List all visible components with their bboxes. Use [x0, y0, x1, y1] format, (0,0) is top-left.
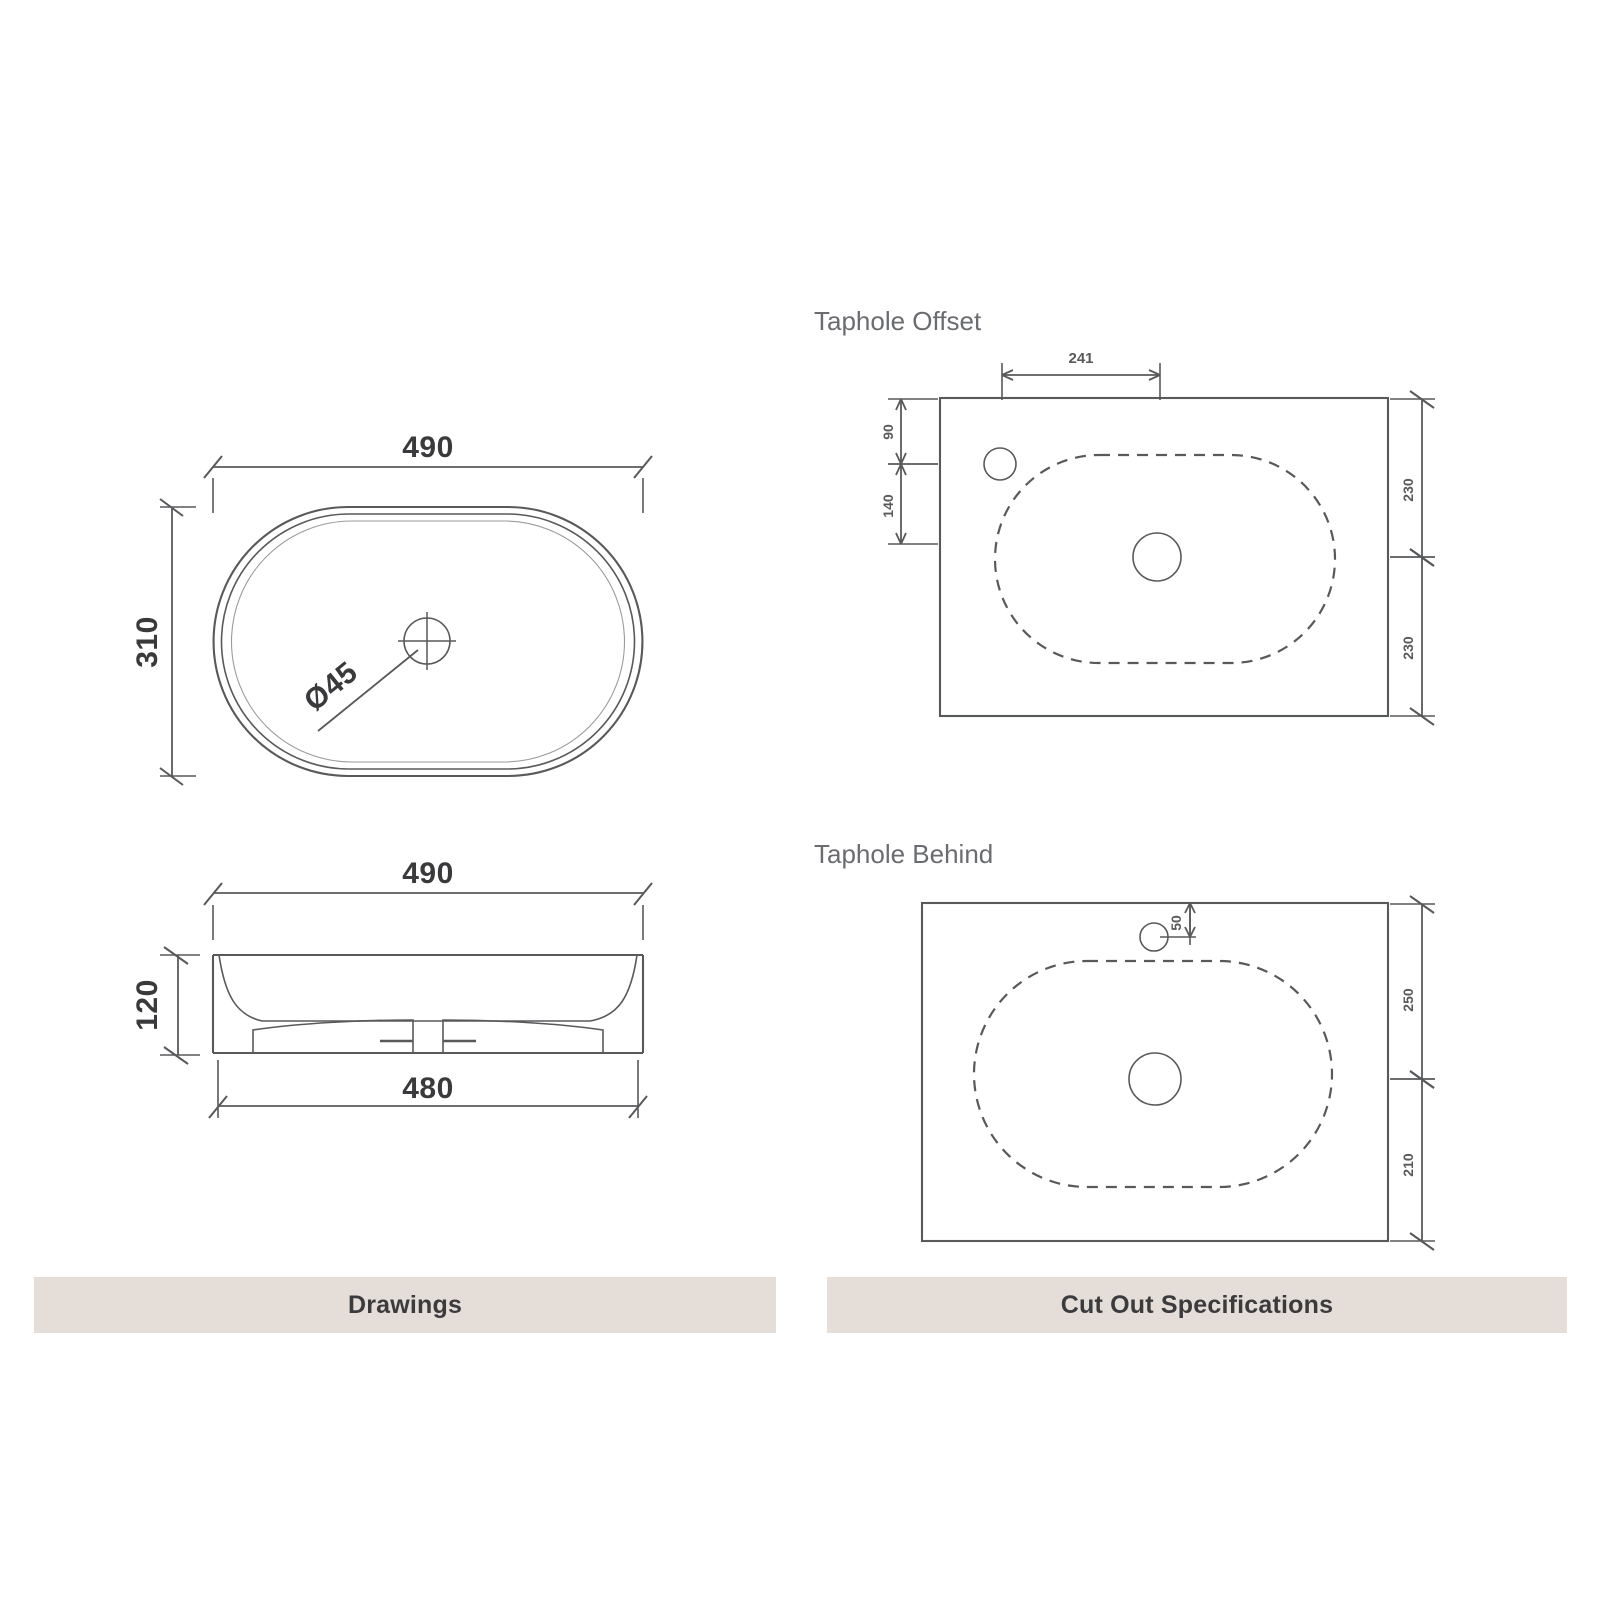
elevation-base-width-dimension: 480	[208, 1060, 648, 1119]
offset-taphole-to-cutout-dimension: 140	[880, 463, 938, 545]
plan-bowl-edge	[230, 520, 626, 763]
waste-hole-leader	[317, 649, 419, 732]
elevation-height-dimension: 120	[131, 946, 200, 1065]
behind-cutout-upper-dimension: 250	[1390, 895, 1435, 1089]
waste-hole-diameter-label: Ø45	[298, 655, 364, 717]
behind-cutout-lower-dimension: 210	[1390, 1070, 1435, 1251]
basin-elevation-view: 490 120	[131, 857, 653, 1119]
offset-cutout-lower-dimension: 230	[1390, 548, 1435, 726]
behind-taphole-offset-dimension: 50	[1160, 902, 1196, 945]
behind-taphole	[1139, 922, 1169, 952]
elevation-width-dimension: 490	[203, 857, 653, 940]
taphole-behind-title: Taphole Behind	[814, 839, 993, 869]
behind-cutout-outline	[972, 959, 1334, 1189]
plan-depth-dimension: 310	[131, 498, 196, 786]
behind-cutout-lower-label: 210	[1400, 1153, 1416, 1177]
offset-cutout-lower-label: 230	[1400, 636, 1416, 660]
offset-cutout-upper-label: 230	[1400, 478, 1416, 502]
cutout-caption-bar: Cut Out Specifications	[827, 1277, 1567, 1333]
elevation-height-label: 120	[131, 979, 164, 1031]
offset-cutout-outline	[993, 453, 1337, 665]
plan-width-dimension: 490	[203, 431, 653, 513]
elevation-width-label: 490	[402, 857, 454, 890]
offset-top-to-taphole-dimension: 90	[880, 398, 938, 465]
offset-taphole-to-cutout-label: 140	[880, 494, 896, 518]
drawings-caption-label: Drawings	[347, 1290, 463, 1319]
elevation-base-right	[442, 1019, 604, 1053]
taphole-behind-diagram: 50 250 210	[920, 895, 1435, 1251]
offset-waste-hole	[1132, 532, 1182, 582]
taphole-offset-diagram: 241 90 140	[880, 350, 1435, 726]
cutout-caption-label: Cut Out Specifications	[1060, 1290, 1334, 1319]
offset-taphole-x-dimension: 241	[1001, 350, 1161, 400]
offset-taphole-x-label: 241	[1068, 350, 1093, 367]
taphole-offset-title: Taphole Offset	[814, 306, 982, 336]
behind-bench-outline	[920, 901, 1390, 1243]
plan-outer-rim	[212, 505, 644, 778]
elevation-base-left	[252, 1019, 414, 1053]
plan-width-label: 490	[402, 431, 454, 464]
offset-taphole	[983, 447, 1017, 481]
drawings-caption-bar: Drawings	[34, 1277, 776, 1333]
plan-depth-label: 310	[131, 616, 164, 668]
elevation-bowl-profile	[218, 954, 638, 1022]
basin-plan-view: 490 310 Ø45	[131, 431, 653, 786]
offset-bench-outline	[938, 396, 1390, 718]
elevation-base-width-label: 480	[402, 1072, 454, 1105]
offset-cutout-upper-dimension: 230	[1390, 390, 1435, 567]
plan-inner-rim	[220, 513, 636, 770]
behind-cutout-upper-label: 250	[1400, 988, 1416, 1012]
behind-waste-hole	[1128, 1052, 1182, 1106]
offset-top-to-taphole-label: 90	[880, 424, 896, 440]
behind-taphole-offset-label: 50	[1168, 915, 1184, 931]
